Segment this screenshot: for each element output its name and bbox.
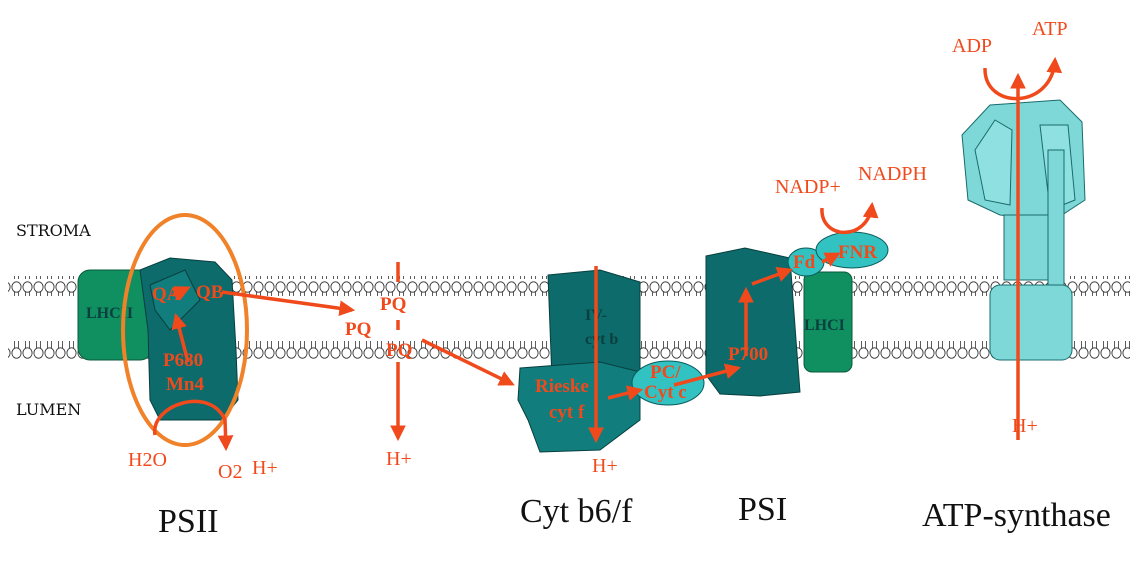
pq3-label: PQ	[386, 340, 412, 361]
qb-label: QB	[196, 282, 224, 303]
pq1-label: PQ	[380, 294, 406, 315]
stroma-label: STROMA	[16, 221, 91, 240]
psii-caption: PSII	[158, 503, 218, 540]
pc-label: PC/	[650, 362, 681, 383]
h2o-label: H2O	[128, 449, 167, 471]
lhci-label: LHCI	[804, 317, 845, 334]
lhci-protein	[803, 271, 853, 373]
psii-h-plus: H+	[252, 457, 278, 479]
cyt-caption: Cyt b6/f	[520, 493, 633, 530]
fd-label: Fd	[793, 252, 816, 273]
pc-protein	[631, 360, 705, 406]
psii-highlight-ring	[121, 213, 249, 447]
atp-label: ATP	[1032, 18, 1068, 40]
atp-h-plus: H+	[1012, 415, 1038, 437]
adp-label: ADP	[952, 35, 992, 57]
atp-synthase-complex: ADP ATP H+ ATP-synthase	[922, 18, 1111, 534]
psi-complex: LHCI Fd FNR P700 NADP+ NADPH PSI	[673, 163, 927, 528]
cyt-h-plus: H+	[592, 455, 618, 477]
psi-caption: PSI	[738, 491, 787, 528]
cyt-b6f-complex: IV- cyt b Rieske cyt f PC/ Cyt c H+ Cyt …	[517, 266, 705, 530]
p700-label: P700	[728, 344, 768, 365]
pq-pool: PQ PQ PQ H+	[345, 262, 515, 470]
cyt-f-label: cyt f	[549, 402, 585, 423]
cyt-b-label: cyt b	[585, 331, 618, 348]
o2-label: O2	[218, 461, 242, 483]
lumen-label: LUMEN	[16, 400, 81, 419]
fnr-label: FNR	[838, 242, 877, 263]
mn4-label: Mn4	[166, 374, 205, 395]
nadp-label: NADP+	[775, 176, 841, 198]
psii-complex: LHCII QA QB P680 Mn4 H2O O2 H+	[77, 213, 356, 483]
atp-synthase-caption: ATP-synthase	[922, 497, 1111, 534]
p680-label: P680	[163, 350, 203, 371]
pq-h-plus: H+	[386, 448, 412, 470]
pq2-label: PQ	[345, 319, 371, 340]
nadph-label: NADPH	[858, 163, 927, 185]
cyt-c-label: Cyt c	[644, 382, 687, 403]
rieske-label: Rieske	[535, 376, 589, 397]
